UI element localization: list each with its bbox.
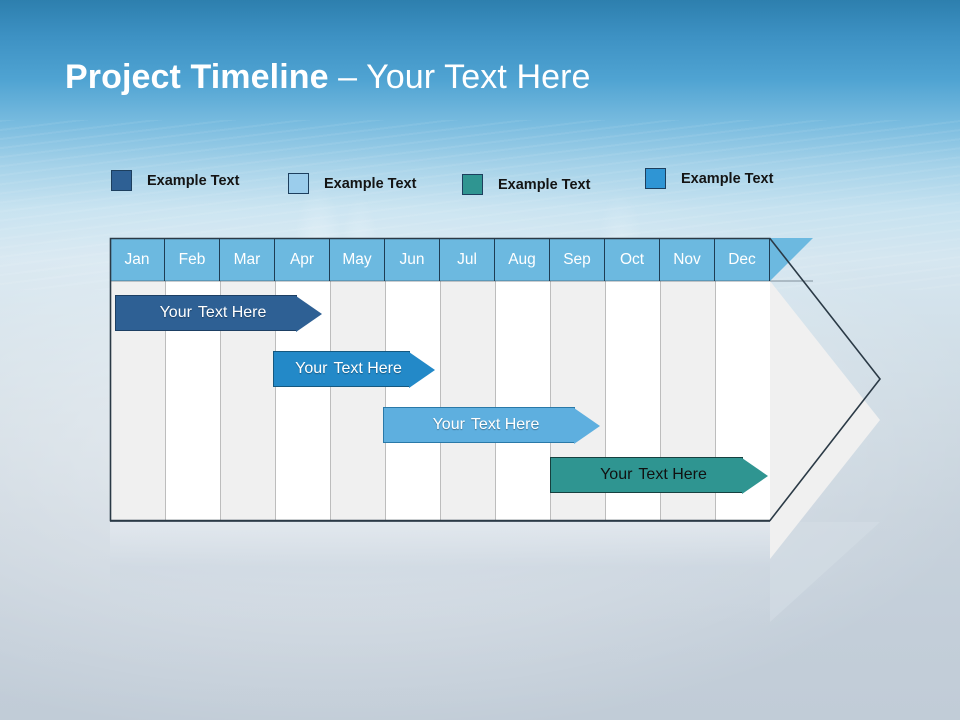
legend-label: Example Text (324, 175, 417, 192)
timeline-column-jan (110, 238, 165, 520)
timeline-bar-arrow-icon (742, 458, 768, 494)
month-header-sep[interactable]: Sep (550, 238, 605, 281)
legend-swatch-icon (462, 174, 483, 195)
column-divider (440, 238, 441, 520)
month-header-oct[interactable]: Oct (605, 238, 660, 281)
legend-label: Example Text (681, 170, 774, 187)
legend-item-1[interactable]: Example Text (111, 170, 239, 191)
header-arrow-fill (770, 238, 813, 281)
column-divider (660, 238, 661, 520)
month-header-jul[interactable]: Jul (440, 238, 495, 281)
title-light-part: Your Text Here (366, 58, 591, 96)
column-divider (550, 238, 551, 520)
legend-item-4[interactable]: Example Text (645, 168, 773, 189)
title-bold-part: Project Timeline (65, 58, 329, 96)
column-divider (220, 238, 221, 520)
timeline-outline (109, 237, 882, 522)
month-header-apr[interactable]: Apr (275, 238, 330, 281)
legend-label: Example Text (147, 172, 240, 189)
title-dash: – (328, 58, 367, 96)
timeline-column-mar (220, 238, 275, 520)
month-header-may[interactable]: May (330, 238, 385, 281)
timeline-column-jul (440, 238, 495, 520)
column-divider (605, 238, 606, 520)
month-header-mar[interactable]: Mar (220, 238, 275, 281)
month-header-feb[interactable]: Feb (165, 238, 220, 281)
month-header-jun[interactable]: Jun (385, 238, 440, 281)
legend-item-3[interactable]: Example Text (462, 174, 590, 195)
column-divider (495, 238, 496, 520)
timeline-bar-arrow-icon (574, 408, 600, 444)
timeline-arrow-point (770, 281, 880, 559)
timeline-column-aug (495, 238, 550, 520)
chart-reflection (110, 522, 770, 622)
column-divider (165, 238, 166, 520)
legend-swatch-icon (288, 173, 309, 194)
page-title: Project Timeline – Your Text Here (65, 58, 591, 97)
timeline-bar-arrow-icon (296, 296, 322, 332)
month-header-dec[interactable]: Dec (715, 238, 770, 281)
timeline-column-feb (165, 238, 220, 520)
legend-swatch-icon (645, 168, 666, 189)
month-header-jan[interactable]: Jan (110, 238, 165, 281)
month-header-nov[interactable]: Nov (660, 238, 715, 281)
legend-label: Example Text (498, 176, 591, 193)
column-divider (715, 238, 716, 520)
month-header-aug[interactable]: Aug (495, 238, 550, 281)
timeline-bar-arrow-icon (409, 352, 435, 388)
legend-swatch-icon (111, 170, 132, 191)
legend-item-2[interactable]: Example Text (288, 173, 416, 194)
